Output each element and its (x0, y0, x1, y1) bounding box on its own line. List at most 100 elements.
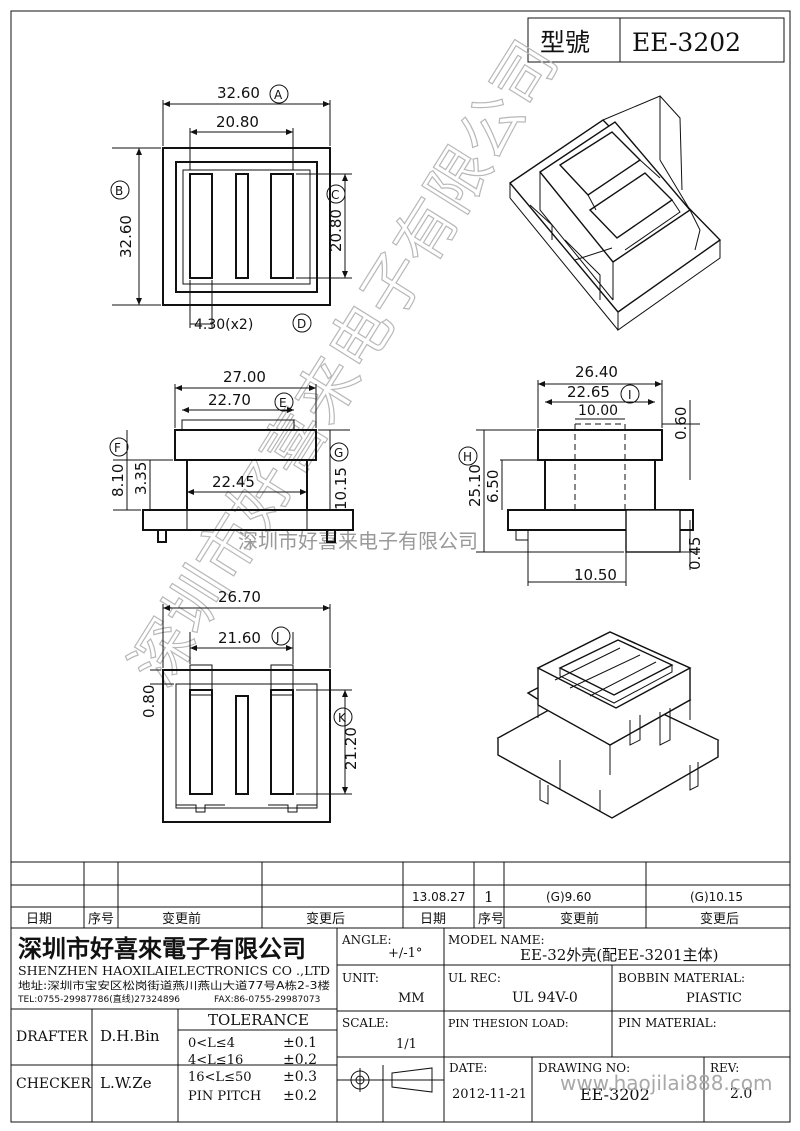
company-fax: FAX:86-0755-29987073 (214, 995, 320, 1005)
drafter-value: D.H.Bin (100, 1027, 160, 1045)
mark-i: I (628, 388, 632, 402)
mark-c: C (331, 188, 339, 202)
dim-g: 10.15 (332, 467, 350, 510)
unit-value: MM (398, 991, 425, 1006)
mark-e: E (279, 396, 287, 410)
tol4-value: ±0.2 (283, 1088, 317, 1104)
dim-h: 25.10 (466, 464, 484, 507)
revision-table: 13.08.27 1 (G)9.60 (G)10.15 日期 序号 变更前 变更… (11, 861, 790, 929)
sheet-border (10, 10, 791, 1123)
bottom-view: 26.70 21.60 J 0.80 21.20 K (140, 588, 360, 823)
rev-before: (G)9.60 (546, 890, 591, 904)
side-view: 26.40 22.65 I 10.00 0.60 25.10 H 6.50 0.… (458, 363, 704, 586)
dim-side-h2: 3.35 (132, 462, 150, 495)
model-name-label: MODEL NAME: (448, 933, 545, 947)
checker-value: L.W.Ze (100, 1074, 152, 1092)
title-block: 深圳市好喜來電子有限公司 SHENZHEN HAOXILAIELECTRONIC… (11, 928, 790, 1122)
mark-h: H (463, 450, 472, 464)
mark-g: G (334, 446, 343, 460)
model-header-label: 型號 (540, 28, 590, 57)
checker-label: CHECKER (16, 1076, 92, 1092)
mark-f: F (114, 441, 121, 455)
angle-label: ANGLE: (341, 933, 392, 947)
dim-r-h2: 6.50 (484, 470, 502, 503)
model-header: 型號 EE-3202 (527, 17, 785, 63)
drawing-no-value: EE-3202 (580, 1085, 650, 1104)
watermark: 深圳市好喜来电子有限公司 深圳市好喜来电子有限公司 (115, 28, 572, 699)
tol3-value: ±0.3 (283, 1069, 317, 1085)
dim-k: 21.20 (342, 727, 360, 770)
rev-header-date: 日期 (26, 912, 52, 927)
tolerance-label: TOLERANCE (208, 1011, 309, 1029)
dim-d: 4.30(x2) (194, 317, 253, 333)
rev-header-before-2: 变更前 (560, 911, 599, 927)
rev-header-date-2: 日期 (420, 912, 446, 927)
rev-label: REV: (710, 1061, 739, 1075)
watermark-diagonal: 深圳市好喜来电子有限公司 (116, 28, 572, 698)
company-name-cn: 深圳市好喜來電子有限公司 (18, 935, 306, 963)
tol2-range: 4<L≤16 (188, 1053, 243, 1068)
company-address: 地址:深圳市宝安区松岗街道燕川燕山大道77号A栋2-3楼 (18, 979, 331, 992)
dim-c: 20.80 (327, 209, 345, 252)
mark-j: J (275, 630, 280, 644)
drawing-no-label: DRAWING NO: (538, 1061, 630, 1075)
model-header-value: EE-3202 (632, 28, 741, 57)
tol1-range: 0<L≤4 (188, 1036, 235, 1051)
dim-b-width: 26.70 (218, 588, 261, 606)
footer-watermark: www.haojilai888.com (560, 1071, 773, 1095)
mark-k: K (338, 711, 347, 725)
pin-material-label: PIN MATERIAL: (618, 1016, 717, 1030)
dim-top-inner: 20.80 (216, 113, 259, 131)
rev-after: (G)10.15 (690, 890, 743, 904)
watermark-horizontal: 深圳市好喜来电子有限公司 (238, 529, 478, 553)
bobbin-material-label: BOBBIN MATERIAL: (618, 971, 745, 985)
dim-r-width: 26.40 (575, 363, 618, 381)
dim-r-h3: 0.45 (686, 537, 704, 570)
company-name-en: SHENZHEN HAOXILAIELECTRONICS CO .,LTD (18, 963, 330, 978)
mark-a: A (274, 88, 283, 102)
dim-a: 32.60 (217, 84, 260, 102)
dim-b: 32.60 (117, 215, 135, 258)
mark-d: D (297, 317, 306, 331)
tol1-value: ±0.1 (283, 1035, 317, 1051)
scale-label: SCALE: (342, 1016, 389, 1030)
pin-tension-label: PIN THESION LOAD: (448, 1017, 569, 1030)
tol3-range: 16<L≤50 (188, 1070, 252, 1085)
ul-rec-label: UL REC: (448, 971, 501, 985)
front-view: 27.00 22.70 E 8.10 F 3.35 22.45 10.15 G (109, 368, 354, 543)
top-view: 32.60 A 20.80 32.60 B 20.80 C 4.30(x2) D (110, 84, 352, 333)
bobbin-material-value: PIASTIC (686, 991, 742, 1006)
rev-header-after-2: 变更后 (700, 911, 739, 927)
scale-value: 1/1 (396, 1037, 417, 1052)
rev-no: 1 (484, 888, 494, 906)
model-name-value: EE-32外壳(配EE-3201主体) (520, 946, 718, 964)
rev-date: 13.08.27 (412, 890, 465, 904)
dim-r-h: 0.60 (672, 407, 690, 440)
dim-r-w4: 10.50 (574, 566, 617, 584)
date-value: 2012-11-21 (452, 1087, 527, 1102)
unit-label: UNIT: (342, 971, 379, 985)
rev-value: 2.0 (730, 1086, 752, 1102)
tol4-range: PIN PITCH (188, 1089, 261, 1104)
dim-side-width: 27.00 (223, 368, 266, 386)
company-tel: TEL:0755-29987786(直线)27324896 (17, 993, 180, 1005)
dim-side-w3: 22.45 (212, 473, 255, 491)
dim-e: 22.70 (208, 391, 251, 409)
iso-view-top (508, 95, 722, 331)
tol2-value: ±0.2 (283, 1052, 317, 1068)
dim-b-height: 0.80 (140, 685, 158, 718)
projection-symbol-icon (348, 1067, 438, 1093)
iso-view-bottom (496, 631, 720, 819)
rev-header-no-2: 序号 (478, 912, 504, 927)
rev-header-before: 变更前 (162, 911, 201, 927)
drafter-label: DRAFTER (16, 1029, 88, 1045)
angle-value: +/-1° (388, 946, 422, 961)
ul-rec-value: UL 94V-0 (512, 990, 578, 1006)
mark-b: B (115, 184, 123, 198)
dim-f: 8.10 (109, 464, 127, 497)
date-label: DATE: (449, 1061, 487, 1075)
dim-r-w3: 10.00 (578, 403, 618, 419)
dim-i: 22.65 (567, 383, 610, 401)
dim-j: 21.60 (218, 629, 261, 647)
